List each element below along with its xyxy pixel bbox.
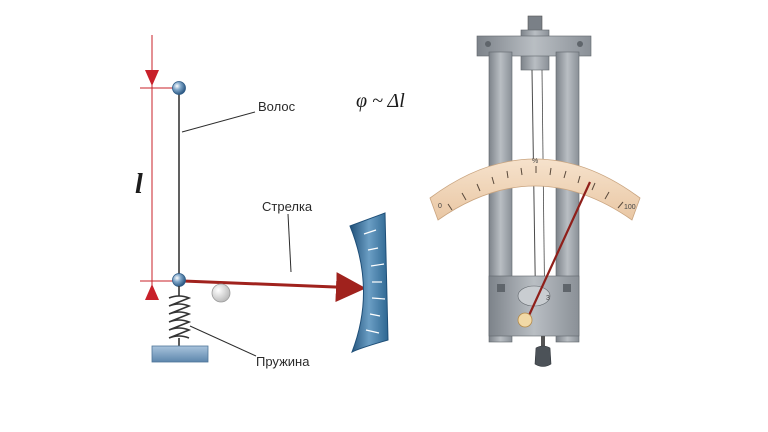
gauge-scale — [349, 212, 389, 354]
schematic: l Волос Стрелка — [135, 35, 389, 369]
hair-label: Волос — [258, 99, 296, 114]
spring-label: Пружина — [256, 354, 310, 369]
pointer-arrow — [182, 272, 366, 303]
scale-label-unit: % — [532, 158, 538, 165]
spring-base — [151, 345, 209, 363]
left-rail — [488, 51, 513, 343]
right-rail — [555, 51, 580, 343]
bracket-label: 3 — [546, 295, 550, 302]
dimension-arrow-top-icon — [145, 70, 159, 86]
hygrometer-scale: 0 % 100 — [429, 158, 641, 221]
pointer-leader — [287, 213, 292, 273]
hygrometer-needle — [524, 181, 592, 323]
spring — [168, 286, 192, 346]
counterweight-ball — [211, 283, 231, 303]
top-pivot-ball — [172, 81, 186, 95]
bottom-pivot-ball — [172, 273, 186, 287]
top-crossbar — [476, 35, 592, 57]
length-label: l — [135, 169, 143, 200]
bottom-weight — [534, 345, 552, 367]
scale-label-max: 100 — [624, 204, 636, 211]
pointer-label: Стрелка — [262, 199, 313, 214]
dimension-arrow-bottom-icon — [145, 284, 159, 300]
needle-pivot — [517, 312, 533, 328]
length-dimension — [140, 35, 178, 300]
hair-leader — [181, 111, 256, 133]
formula-label: φ ~ Δl — [356, 90, 405, 112]
hygrometer-device: 0 % 100 3 — [429, 15, 641, 367]
spring-leader — [189, 325, 257, 357]
scale-label-min: 0 — [438, 203, 442, 210]
